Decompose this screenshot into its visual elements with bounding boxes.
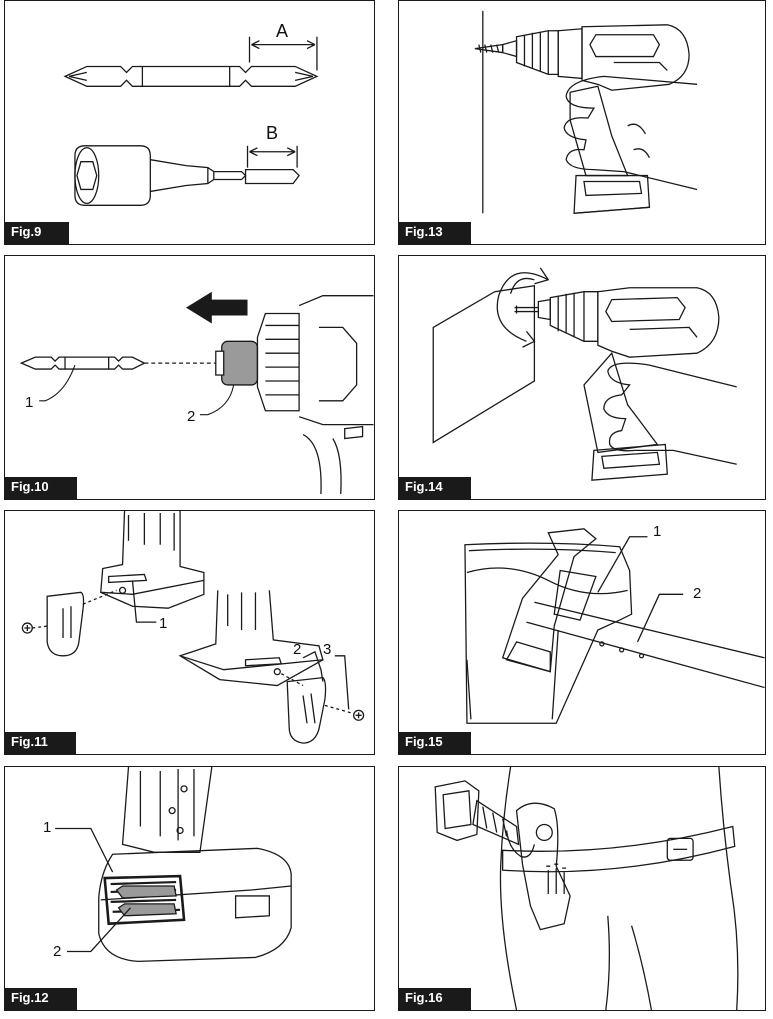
figure-16-drawing bbox=[434, 767, 739, 1010]
figure-9-panel: A B Fig.9 bbox=[4, 0, 375, 245]
bit-holder bbox=[103, 874, 186, 926]
figure-13-drawing bbox=[474, 10, 698, 214]
dimension-b-label: B bbox=[266, 123, 279, 143]
figure-label: Fig.12 bbox=[5, 988, 77, 1010]
figure-label: Fig.14 bbox=[399, 477, 471, 499]
person-outline bbox=[499, 767, 518, 1010]
figure-15-drawing bbox=[464, 528, 765, 724]
holster bbox=[464, 542, 633, 724]
belt-hook-left bbox=[46, 591, 85, 657]
figure-12-drawing bbox=[55, 767, 292, 963]
belt bbox=[502, 825, 736, 873]
figure-label: Fig.13 bbox=[399, 222, 471, 244]
callout-2: 2 bbox=[693, 585, 702, 602]
figure-10-drawing bbox=[19, 291, 374, 495]
figure-12-panel: 1 2 Fig.12 bbox=[4, 766, 375, 1011]
drill-body bbox=[597, 287, 720, 358]
callout-2: 2 bbox=[53, 943, 62, 960]
hand bbox=[563, 75, 698, 191]
tool-grip bbox=[121, 767, 213, 853]
figure-14-panel: Fig.14 bbox=[398, 255, 766, 500]
figure-16-panel: Fig.16 bbox=[398, 766, 766, 1011]
socket-bit bbox=[74, 145, 151, 206]
callout-1: 1 bbox=[25, 394, 34, 411]
figure-9-drawing bbox=[63, 36, 319, 206]
belt-buckle bbox=[666, 837, 694, 861]
figure-label: Fig.15 bbox=[399, 732, 471, 754]
belt bbox=[526, 601, 765, 689]
bit-pocket-bits bbox=[547, 868, 565, 894]
bit-holder bbox=[221, 340, 259, 386]
callout-2: 2 bbox=[293, 641, 302, 658]
figure-14-drawing bbox=[432, 267, 737, 481]
figure-label: Fig.9 bbox=[5, 222, 70, 244]
holster-strap bbox=[501, 528, 597, 673]
callout-1: 1 bbox=[159, 615, 168, 632]
tool-base-right bbox=[178, 590, 324, 687]
battery-pack bbox=[591, 443, 668, 481]
figure-13-panel: Fig.13 bbox=[398, 0, 766, 245]
figure-label: Fig.11 bbox=[5, 732, 76, 754]
dimension-a-label: A bbox=[276, 21, 289, 41]
figure-10-panel: 1 2 Fig.10 bbox=[4, 255, 375, 500]
drill-head bbox=[434, 780, 480, 842]
tool-base-left bbox=[100, 511, 205, 609]
rotation-arrows bbox=[496, 272, 549, 342]
figure-11-drawing bbox=[21, 511, 365, 744]
figure-label: Fig.10 bbox=[5, 477, 77, 499]
figure-label: Fig.16 bbox=[399, 988, 471, 1010]
hand bbox=[603, 362, 737, 465]
callout-2: 2 bbox=[187, 408, 196, 425]
figure-11-panel: 1 2 3 Fig.11 bbox=[4, 510, 375, 755]
wall-panel bbox=[432, 285, 536, 444]
callout-1: 1 bbox=[653, 523, 662, 540]
callout-1: 1 bbox=[43, 819, 52, 836]
direction-arrow bbox=[186, 291, 248, 324]
double-ended-bit bbox=[63, 65, 319, 87]
drill-body bbox=[502, 39, 518, 58]
drill-chuck bbox=[256, 312, 300, 412]
belt-hook-right bbox=[286, 676, 327, 744]
callout-3: 3 bbox=[323, 641, 332, 658]
bit bbox=[19, 356, 146, 370]
holster bbox=[515, 802, 571, 931]
figure-15-panel: 1 2 Fig.15 bbox=[398, 510, 766, 755]
tool-base bbox=[98, 847, 292, 963]
